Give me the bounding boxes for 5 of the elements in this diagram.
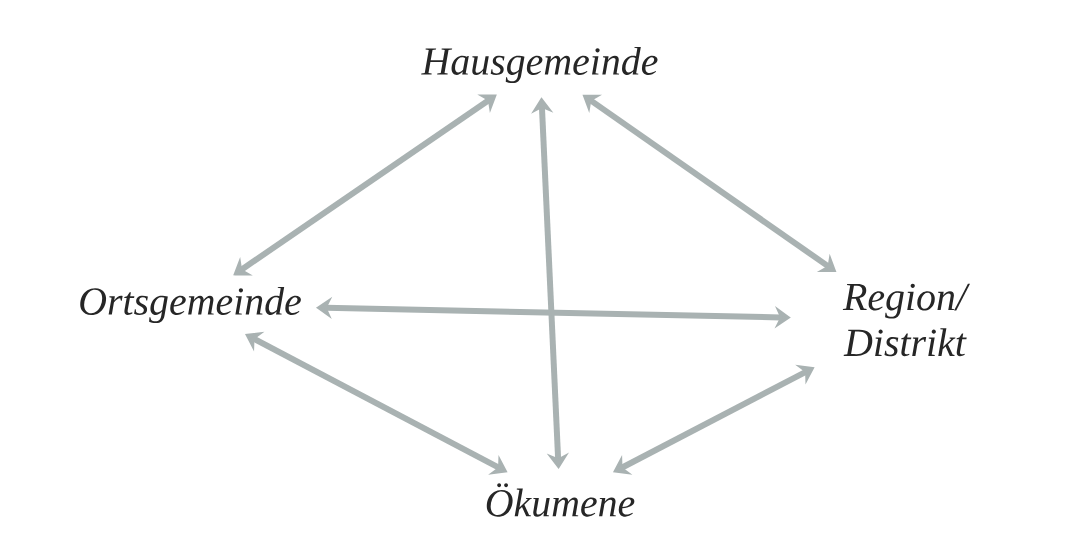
handwritten-label: Region/ Distrikt — [842, 283, 971, 357]
handwritten-label: Ökumene — [486, 483, 635, 517]
handwritten-label: Ortsgemeinde — [80, 286, 301, 324]
arrow — [233, 94, 497, 276]
handwritten-label: Hausgemeinde — [421, 46, 658, 84]
